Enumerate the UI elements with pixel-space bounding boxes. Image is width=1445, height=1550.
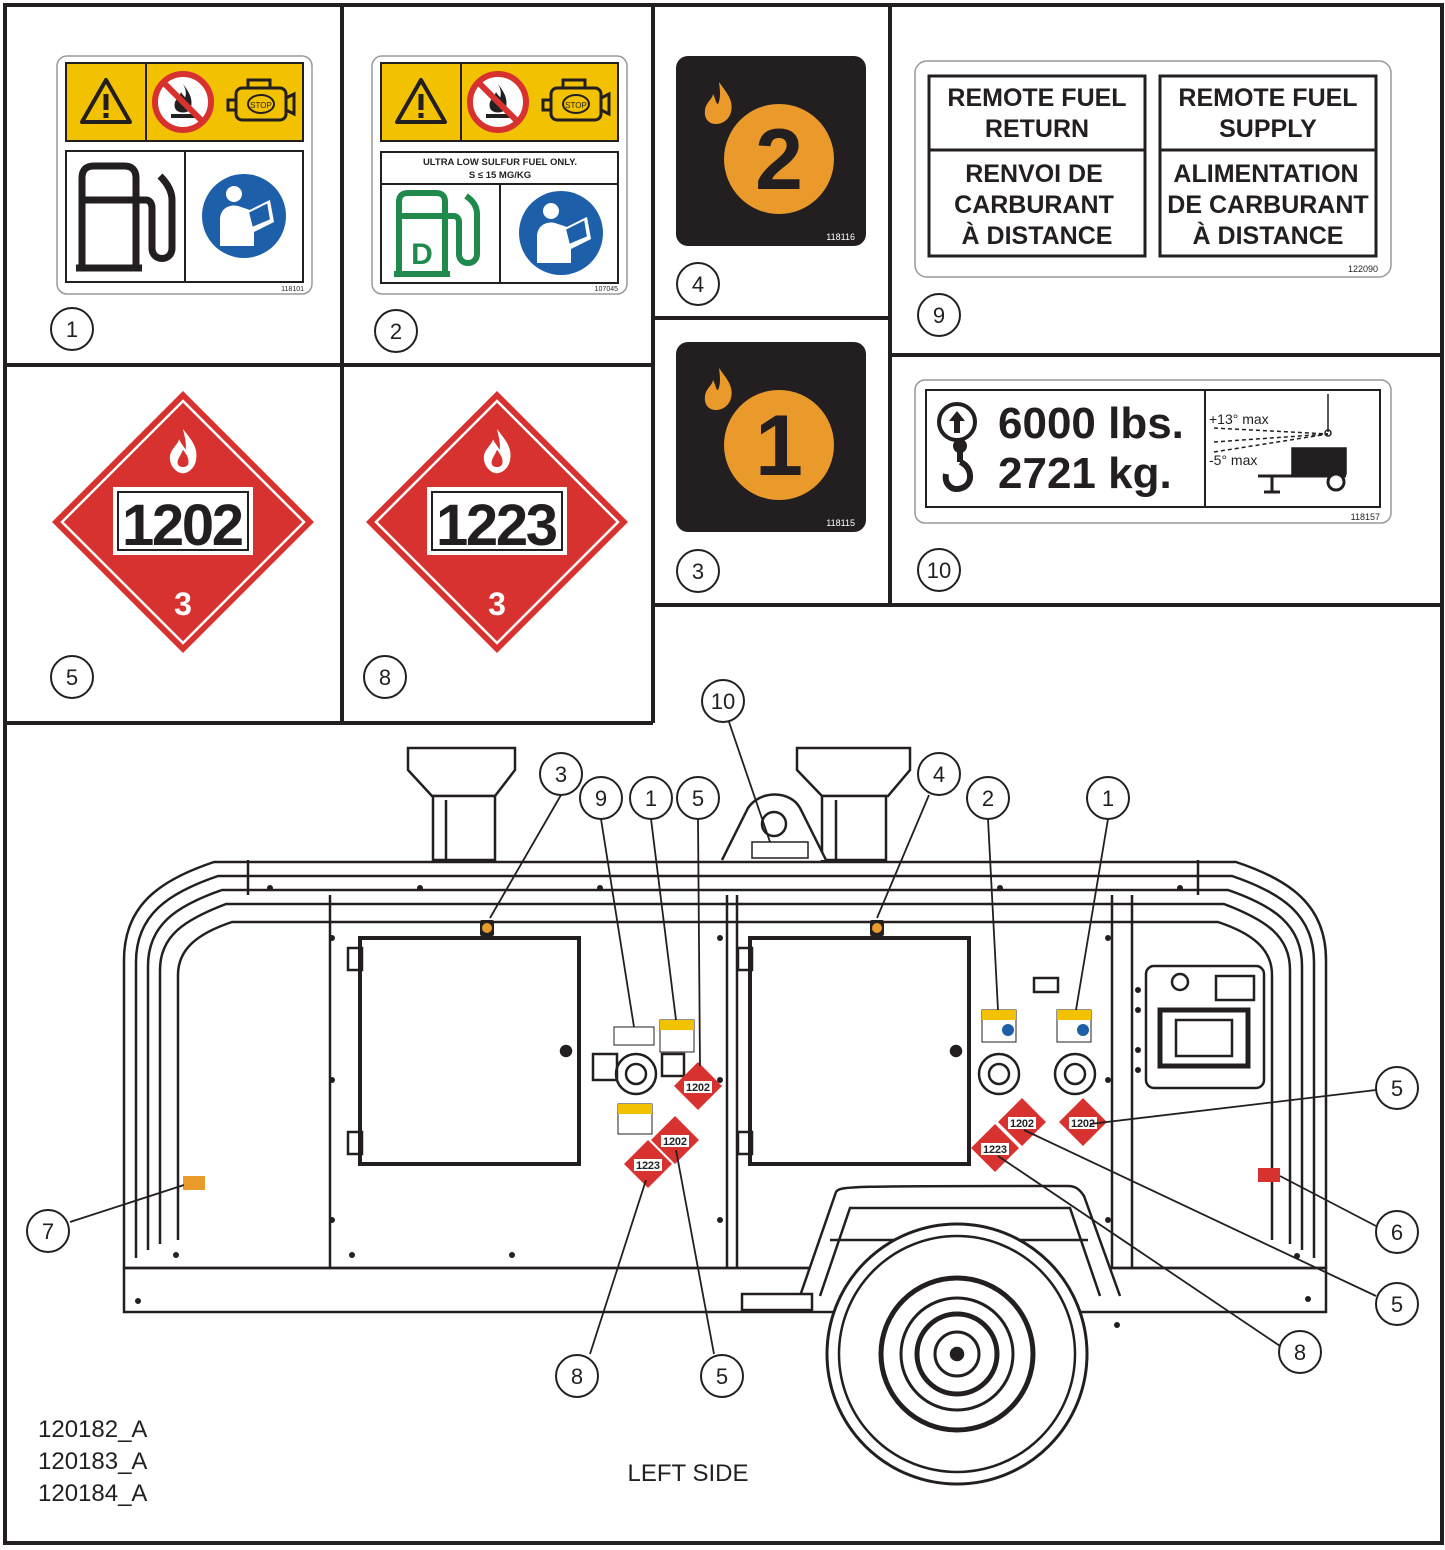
panel-grid — [3, 3, 1444, 1545]
diagram-callout: 5 — [1391, 1292, 1403, 1317]
mini-un1223: 1223 — [636, 1160, 660, 1172]
drawing-number: 120183_A — [38, 1448, 147, 1475]
sulfur-limit-text: S ≤ 15 MG/KG — [469, 170, 531, 181]
decal-3-code: 118115 — [826, 518, 855, 528]
diagram-callout: 2 — [982, 786, 994, 811]
diesel-letter: D — [411, 238, 433, 271]
callout-8: 8 — [379, 665, 391, 690]
drawing-number: 120182_A — [38, 1416, 147, 1443]
mini-decals — [480, 920, 1092, 1135]
view-title: LEFT SIDE — [628, 1460, 749, 1487]
diagram-callout: 8 — [571, 1364, 583, 1389]
trailer-left-side-view — [122, 746, 1328, 1486]
diagram-callout: 5 — [1391, 1076, 1403, 1101]
un-number: 1223 — [436, 493, 558, 558]
capacity-lbs: 6000 lbs. — [998, 399, 1184, 448]
return-fr-2: CARBURANT — [954, 191, 1114, 219]
tilt-down-max: -5° max — [1209, 452, 1257, 468]
mini-un1223: 1223 — [983, 1144, 1007, 1156]
no-open-flame-icon — [470, 74, 526, 130]
return-en-2: RETURN — [985, 115, 1089, 143]
diagram-callout: 7 — [42, 1219, 54, 1244]
diagram-callout: 9 — [595, 786, 607, 811]
hazard-class: 3 — [174, 586, 192, 622]
callout-3: 3 — [692, 559, 704, 584]
return-fr-1: RENVOI DE — [965, 160, 1103, 188]
mini-un1202: 1202 — [1010, 1118, 1034, 1130]
stop-text: STOP — [250, 101, 272, 110]
callout-2: 2 — [390, 319, 402, 344]
diagram-callout: 4 — [933, 762, 945, 787]
supply-fr-3: À DISTANCE — [1193, 221, 1344, 250]
decal-8-un1223-placard: 1223 3 — [366, 391, 628, 653]
supply-fr-2: DE CARBURANT — [1167, 191, 1368, 219]
diagram-callout: 5 — [692, 786, 704, 811]
diesel-pump-icon — [394, 190, 480, 277]
drawing-number: 120184_A — [38, 1480, 147, 1507]
diagram-callout: 10 — [711, 689, 735, 714]
no-open-flame-icon — [155, 74, 211, 130]
supply-en-1: REMOTE FUEL — [1178, 84, 1357, 112]
callout-4: 4 — [692, 272, 704, 297]
return-fr-3: À DISTANCE — [962, 221, 1113, 250]
tilt-up-max: +13° max — [1209, 411, 1269, 427]
ulsd-text: ULTRA LOW SULFUR FUEL ONLY. — [423, 157, 577, 168]
callout-10: 10 — [927, 558, 951, 583]
return-en-1: REMOTE FUEL — [947, 84, 1126, 112]
diagram-callouts: 3 9 1 5 10 4 2 1 5 6 5 8 7 8 5 — [26, 679, 1419, 1398]
tank-number: 1 — [755, 398, 803, 494]
decal-2-ulsd-fuel: STOP ULTRA LOW SULFUR FUEL ONLY. S ≤ 15 … — [371, 55, 628, 295]
mini-un1202: 1202 — [663, 1136, 687, 1148]
decal-9-code: 122090 — [1348, 264, 1378, 274]
leader-lines — [69, 721, 1377, 1355]
decal-10-lift-capacity: 6000 lbs. 2721 kg. +13° max -5° max 1181… — [914, 379, 1392, 524]
trailer-tilt-icon — [1213, 394, 1347, 494]
flame-icon — [704, 368, 732, 410]
callout-1: 1 — [66, 317, 78, 342]
decal-4-tank-2: 2 118116 — [676, 56, 866, 246]
decal-10-code: 118157 — [1351, 512, 1380, 522]
stop-text: STOP — [565, 101, 587, 110]
decal-9-remote-fuel: REMOTE FUEL RETURN RENVOI DE CARBURANT À… — [914, 60, 1392, 278]
mini-un1202: 1202 — [686, 1082, 710, 1094]
mini-un1202: 1202 — [1071, 1118, 1095, 1130]
diagram-callout: 3 — [555, 762, 567, 787]
decal-4-code: 118116 — [826, 232, 855, 242]
hook-icon — [942, 439, 973, 492]
diagram-callout: 1 — [645, 786, 657, 811]
diagram-callout: 6 — [1391, 1220, 1403, 1245]
decal-1-fuel-warning: STOP 118101 — [56, 55, 313, 295]
decal-2-code: 107045 — [595, 286, 618, 293]
supply-en-2: SUPPLY — [1219, 115, 1317, 143]
diagram-callout: 5 — [716, 1364, 728, 1389]
decal-5-un1202-placard: 1202 3 — [52, 391, 314, 653]
diagram-callout: 8 — [1294, 1340, 1306, 1365]
flame-icon — [704, 82, 732, 124]
decal-3-tank-1: 1 118115 — [676, 342, 866, 532]
tank-number: 2 — [755, 112, 803, 208]
read-manual-icon — [201, 173, 287, 259]
panel-callouts: 1 2 4 3 9 10 5 8 — [50, 262, 961, 699]
fuel-pump-icon — [76, 162, 176, 272]
callout-9: 9 — [933, 303, 945, 328]
un-number: 1202 — [122, 493, 244, 558]
hazard-class: 3 — [488, 586, 506, 622]
capacity-kg: 2721 kg. — [998, 449, 1172, 498]
diagram-callout: 1 — [1102, 786, 1114, 811]
supply-fr-1: ALIMENTATION — [1173, 160, 1358, 188]
decal-1-code: 118101 — [281, 286, 304, 293]
read-manual-icon — [518, 190, 604, 276]
callout-5: 5 — [66, 665, 78, 690]
